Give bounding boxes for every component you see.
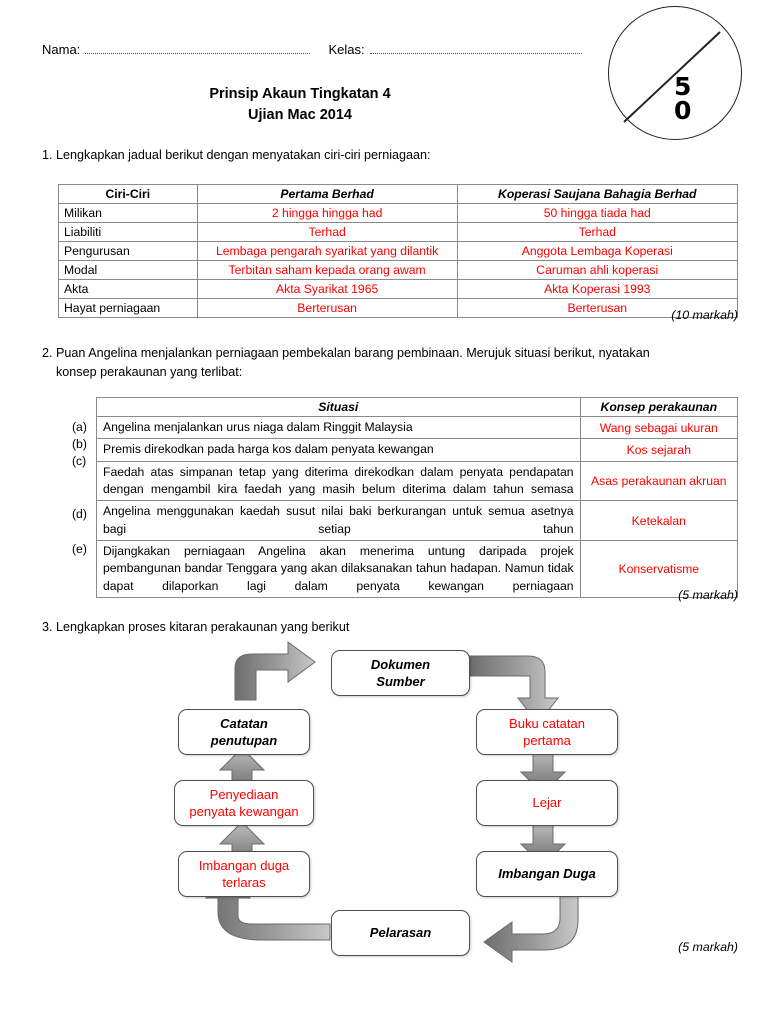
cell-answer[interactable]: Akta Koperasi 1993 bbox=[456, 279, 739, 299]
question-2-line-1: 2. Puan Angelina menjalankan perniagaan … bbox=[42, 346, 650, 360]
page-title: Prinsip Akaun Tingkatan 4 Ujian Mac 2014 bbox=[0, 84, 600, 126]
table-konsep-perakaunan: Situasi Konsep perakaunan Angelina menja… bbox=[96, 397, 739, 598]
table-row: Pengurusan Lembaga pengarah syarikat yan… bbox=[58, 241, 739, 261]
table-row: Faedah atas simpanan tetap yang diterima… bbox=[96, 460, 739, 502]
table-row: Hayat perniagaan Berterusan Berterusan bbox=[58, 298, 739, 318]
q3-markah: (5 markah) bbox=[678, 940, 738, 954]
question-3-text: 3. Lengkapkan proses kitaran perakaunan … bbox=[42, 620, 350, 634]
kelas-field[interactable]: Kelas: bbox=[328, 42, 582, 57]
cell-konsep-answer[interactable]: Wang sebagai ukuran bbox=[579, 415, 739, 440]
grade-circle bbox=[608, 6, 742, 140]
nama-dotted-line[interactable] bbox=[85, 52, 311, 54]
question-1-text: 1. Lengkapkan jadual berikut dengan meny… bbox=[42, 148, 431, 162]
cell-situasi: Faedah atas simpanan tetap yang diterima… bbox=[96, 460, 581, 502]
cell-konsep-answer[interactable]: Asas perakaunan akruan bbox=[579, 460, 739, 502]
grade-total-marks: 5 0 bbox=[674, 72, 692, 125]
cell-answer[interactable]: Berterusan bbox=[196, 298, 458, 318]
cell-label: Pengurusan bbox=[58, 241, 198, 261]
table-row: Akta Akta Syarikat 1965 Akta Koperasi 19… bbox=[58, 279, 739, 299]
cell-label: Hayat perniagaan bbox=[58, 298, 198, 318]
row-tag-b: (b) bbox=[72, 437, 87, 451]
grade-digit-top: 5 bbox=[674, 72, 692, 101]
node-label: Pelarasan bbox=[369, 925, 432, 941]
kelas-dotted-line[interactable] bbox=[369, 52, 582, 54]
cell-situasi: Angelina menggunakan kaedah susut nilai … bbox=[96, 500, 581, 541]
question-2-text: 2. Puan Angelina menjalankan perniagaan … bbox=[42, 344, 742, 382]
cell-answer[interactable]: Akta Syarikat 1965 bbox=[196, 279, 458, 299]
title-line-1: Prinsip Akaun Tingkatan 4 bbox=[209, 86, 391, 102]
table-ciri-ciri-perniagaan: Ciri-Ciri Pertama Berhad Koperasi Saujan… bbox=[58, 184, 739, 318]
node-lejar[interactable]: Lejar bbox=[476, 780, 618, 826]
cell-konsep-answer[interactable]: Konservatisme bbox=[579, 539, 739, 598]
cell-answer[interactable]: Anggota Lembaga Koperasi bbox=[456, 241, 739, 261]
cell-konsep-answer[interactable]: Ketekalan bbox=[579, 500, 739, 541]
th-koperasi-saujana: Koperasi Saujana Bahagia Berhad bbox=[456, 184, 739, 204]
row-tag-d: (d) bbox=[72, 507, 87, 521]
table-row: Premis direkodkan pada harga kos dalam p… bbox=[96, 438, 739, 462]
arrow-imbangan-to-pelarasan bbox=[483, 891, 579, 963]
cell-answer[interactable]: Terbitan saham kepada orang awam bbox=[196, 260, 458, 280]
th-pertama-berhad: Pertama Berhad bbox=[196, 184, 458, 204]
cell-answer[interactable]: Berterusan bbox=[456, 298, 739, 318]
q1-markah: (10 markah) bbox=[671, 308, 738, 322]
cell-label: Akta bbox=[58, 279, 198, 299]
kelas-label: Kelas: bbox=[328, 42, 365, 57]
nama-field[interactable]: Nama: bbox=[42, 42, 311, 57]
node-label: Lejar bbox=[532, 795, 562, 811]
cell-situasi: Angelina menjalankan urus niaga dalam Ri… bbox=[96, 415, 581, 440]
cell-label: Modal bbox=[58, 260, 198, 280]
node-label: Imbangan Duga bbox=[498, 866, 596, 882]
table-header-row: Situasi Konsep perakaunan bbox=[96, 397, 739, 417]
table-row: Modal Terbitan saham kepada orang awam C… bbox=[58, 260, 739, 280]
title-line-2: Ujian Mac 2014 bbox=[248, 107, 352, 124]
nama-label: Nama: bbox=[42, 42, 81, 57]
cell-label: Liabiliti bbox=[58, 222, 198, 242]
table-row: Milikan 2 hingga hingga had 50 hingga ti… bbox=[58, 203, 739, 223]
th-situasi: Situasi bbox=[96, 397, 581, 417]
table-row: Dijangkakan perniagaan Angelina akan men… bbox=[96, 539, 739, 598]
arrow-catatan-to-dokumen bbox=[234, 641, 316, 701]
question-2-line-2: konsep perakaunan yang terlibat: bbox=[56, 364, 243, 379]
q2-markah: (5 markah) bbox=[678, 588, 738, 602]
cell-konsep-answer[interactable]: Kos sejarah bbox=[579, 438, 739, 462]
cell-answer[interactable]: 50 hingga tiada had bbox=[456, 203, 739, 223]
cell-answer[interactable]: Terhad bbox=[196, 222, 458, 242]
row-tag-c: (c) bbox=[72, 454, 87, 468]
cell-situasi: Dijangkakan perniagaan Angelina akan men… bbox=[96, 539, 581, 598]
cell-answer[interactable]: Lembaga pengarah syarikat yang dilantik bbox=[196, 241, 458, 261]
table-header-row: Ciri-Ciri Pertama Berhad Koperasi Saujan… bbox=[58, 184, 739, 204]
arrow-dokumen-to-buku bbox=[469, 655, 560, 725]
th-ciri-ciri: Ciri-Ciri bbox=[58, 184, 198, 204]
cell-answer[interactable]: Terhad bbox=[456, 222, 739, 242]
node-imbangan-duga[interactable]: Imbangan Duga bbox=[476, 851, 618, 897]
grade-digit-bottom: 0 bbox=[674, 96, 692, 125]
row-tag-e: (e) bbox=[72, 542, 87, 556]
cell-answer[interactable]: 2 hingga hingga had bbox=[196, 203, 458, 223]
table-row: Angelina menjalankan urus niaga dalam Ri… bbox=[96, 415, 739, 440]
table-row: Liabiliti Terhad Terhad bbox=[58, 222, 739, 242]
th-konsep-perakaunan: Konsep perakaunan bbox=[579, 397, 739, 417]
row-tag-a: (a) bbox=[72, 420, 87, 434]
cell-label: Milikan bbox=[58, 203, 198, 223]
table-row: Angelina menggunakan kaedah susut nilai … bbox=[96, 500, 739, 541]
cell-situasi: Premis direkodkan pada harga kos dalam p… bbox=[96, 438, 581, 462]
node-pelarasan[interactable]: Pelarasan bbox=[331, 910, 470, 956]
cell-answer[interactable]: Caruman ahli koperasi bbox=[456, 260, 739, 280]
student-info-row: Nama: Kelas: bbox=[42, 42, 582, 57]
